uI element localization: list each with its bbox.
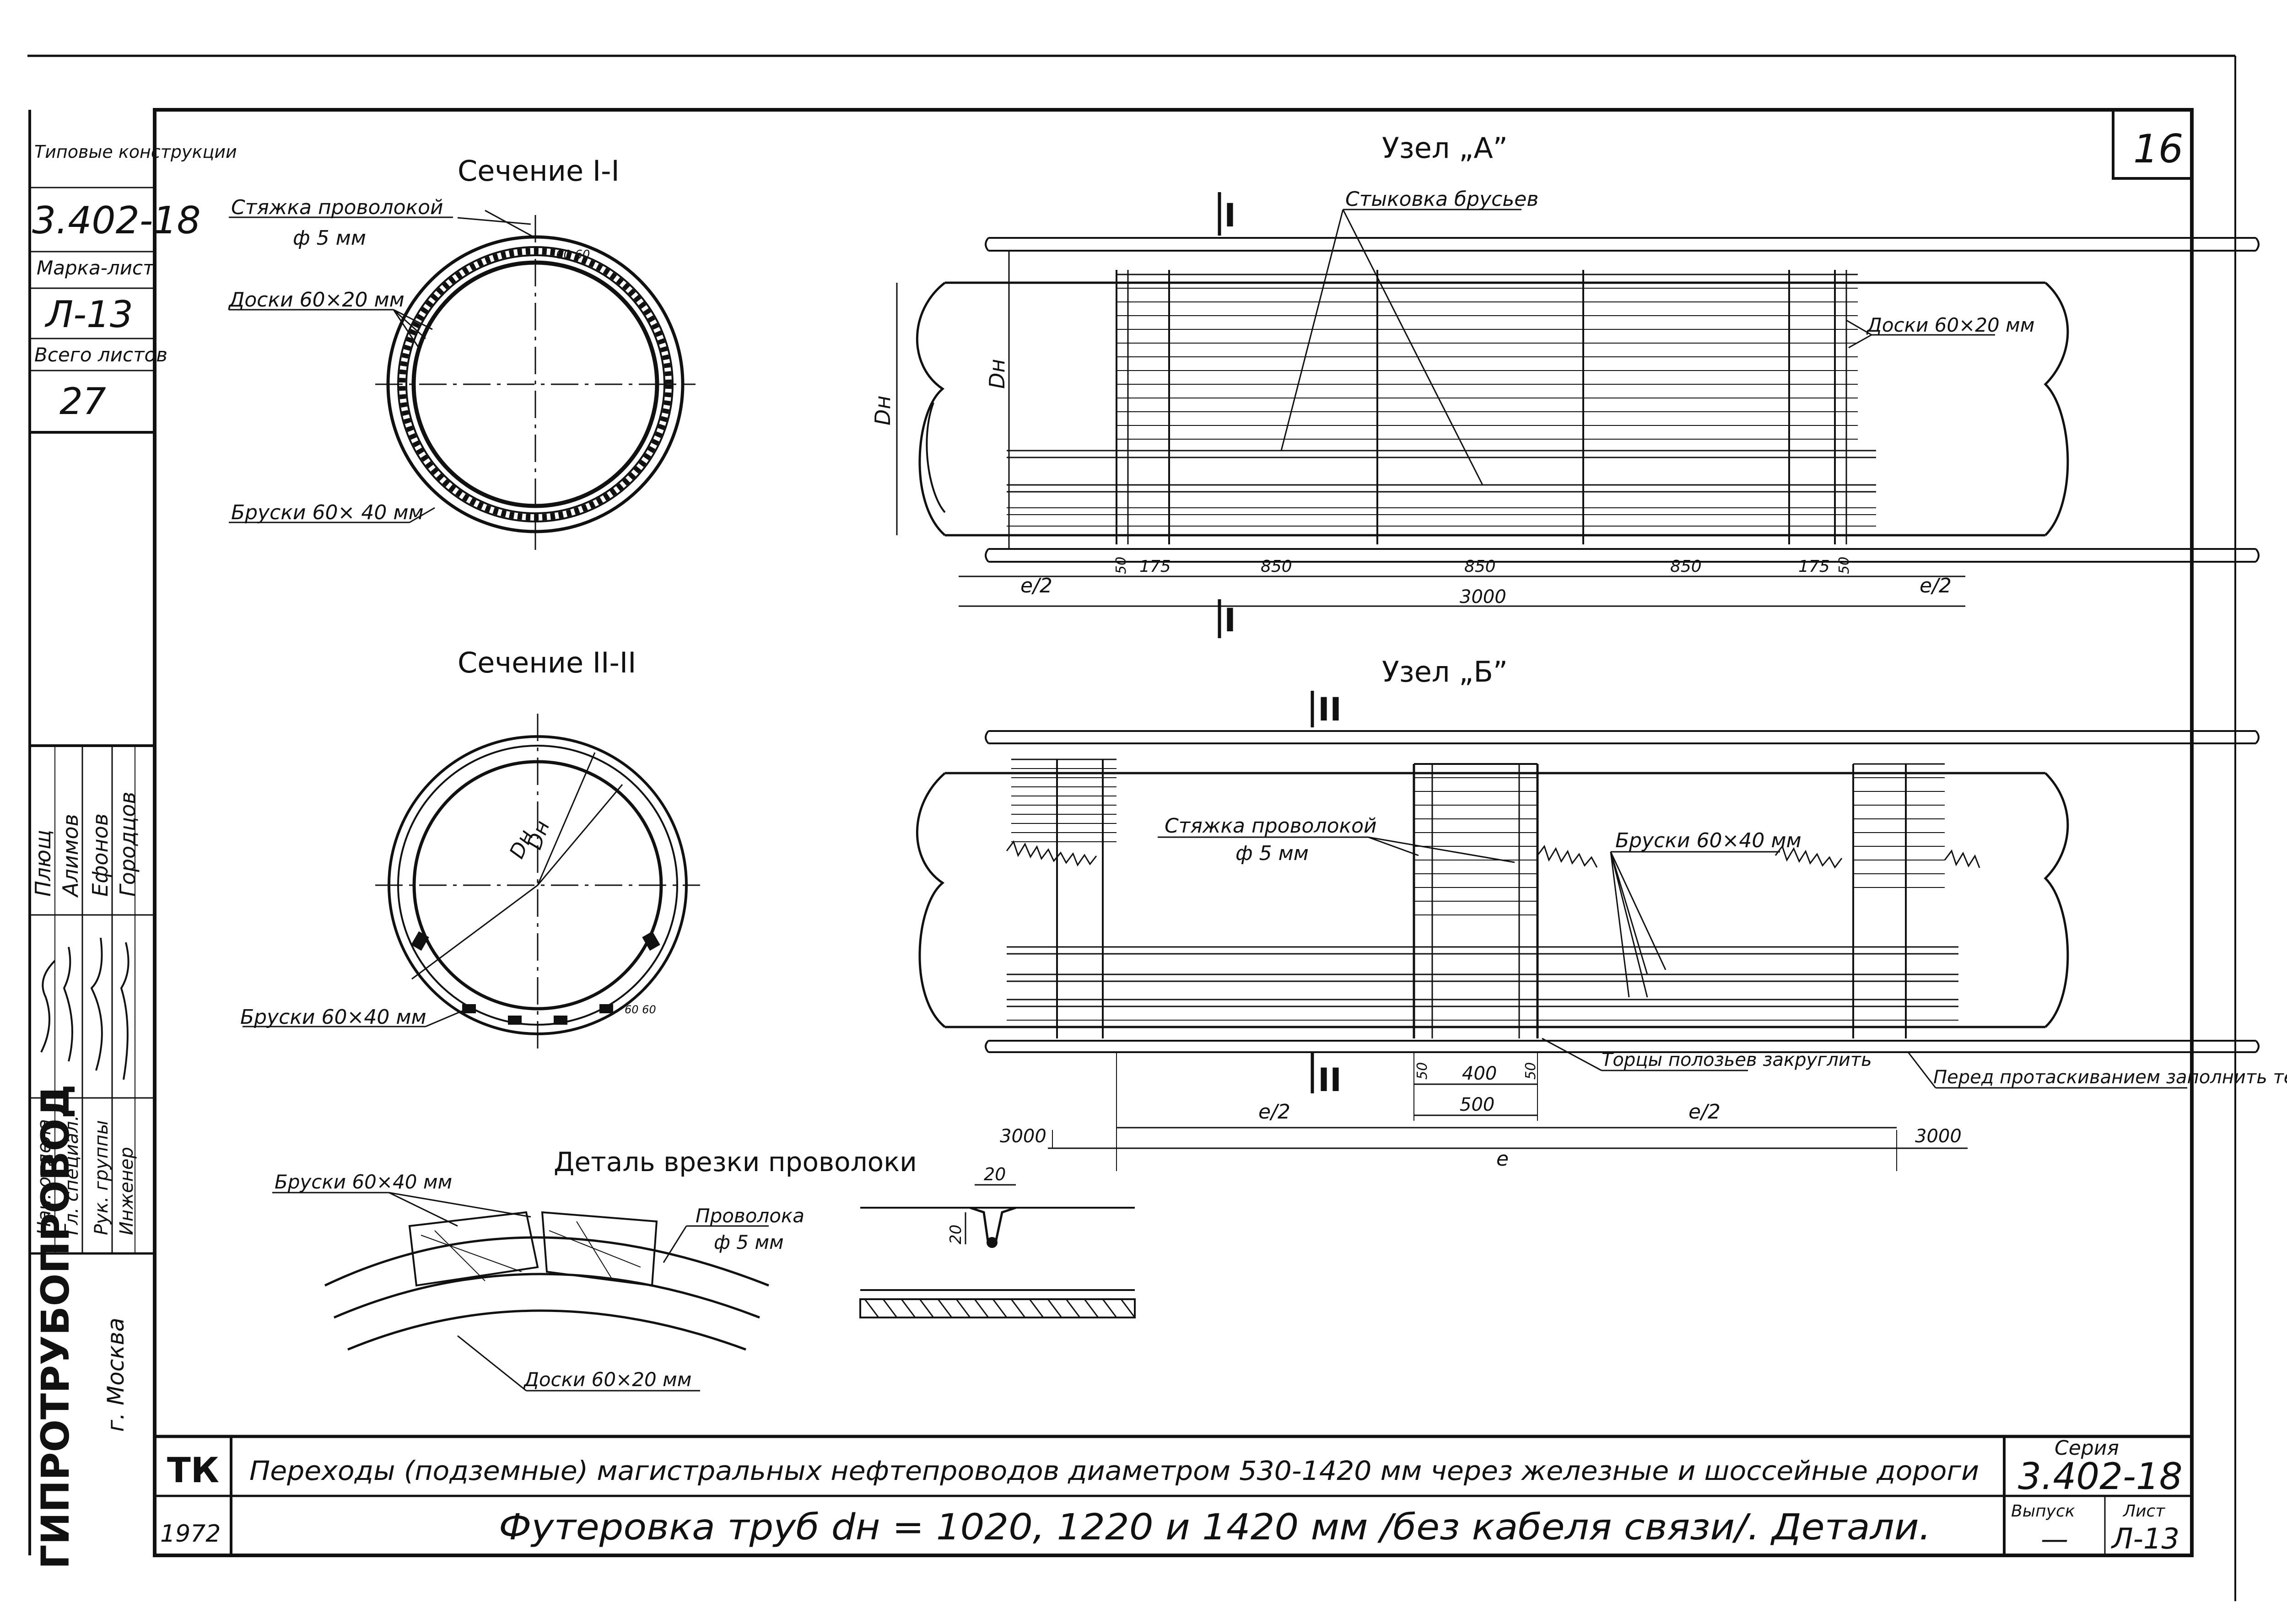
inner-frame <box>153 108 2194 1557</box>
s2-dim-60: 60 60 <box>625 1003 656 1016</box>
section-1-title: Сечение I-I <box>458 154 620 188</box>
node-a-dim-850-1: 850 <box>1261 557 1292 576</box>
node-a-cut-top: I <box>1224 197 1236 234</box>
node-b-dim-e: e <box>1496 1147 1509 1171</box>
node-a-dim-50-l: 50 <box>1113 557 1129 574</box>
stamp-org: ГИПРОТРУБОПРОВОД <box>33 1084 78 1569</box>
stamp-label-2: Марка-лист <box>37 257 155 279</box>
node-a-dim-e-half-left: e/2 <box>1020 574 1052 597</box>
detail-callout-wire: Проволока <box>696 1205 804 1227</box>
stamp-role-3: Рук. группы <box>91 1120 112 1235</box>
s1-dim-60: 60 60 <box>556 248 590 262</box>
node-b-dim-50-l: 50 <box>1414 1062 1430 1080</box>
stamp-city: г. Москва <box>102 1317 129 1432</box>
stamp-name-4: Городцов <box>115 792 140 897</box>
signatures <box>40 937 129 1080</box>
section-1-1: Сечение I-I Стяжка проволокой ф 5 мм Дос… <box>228 154 696 554</box>
title-line: Переходы (подземные) магистральных нефте… <box>249 1455 1979 1486</box>
stamp-role-2: Гл. специал. <box>61 1115 82 1235</box>
s1-callout-boards: Доски 60×20 мм <box>228 288 405 312</box>
node-a-dim-850-3: 850 <box>1670 557 1702 576</box>
node-b-cut-top: II <box>1318 691 1342 728</box>
node-a-callout-boards: Доски 60×20 мм <box>1866 314 2034 336</box>
node-a-dim-3000: 3000 <box>1460 586 1506 608</box>
title-year: 1972 <box>160 1520 221 1548</box>
stamp-name-2: Алимов <box>58 814 83 898</box>
section-2-title: Сечение II-II <box>458 646 636 679</box>
node-b-callout-wire: Стяжка проволокой <box>1165 814 1377 838</box>
wire-detail: Деталь врезки проволоки Бруски 60×40 мм … <box>272 1146 1136 1392</box>
node-b-dim-3000-r: 3000 <box>1915 1126 1962 1147</box>
s1-callout-bars: Бруски 60× 40 мм <box>231 501 424 524</box>
section-2-2: Сечение II-II Dн Dн Бруски 60×40 мм 60 6… <box>240 646 700 1054</box>
detail-callout-wire-dia: ф 5 мм <box>714 1231 784 1253</box>
node-a-dim-175-l: 175 <box>1139 557 1171 576</box>
left-stamp: Типовые конструкции 3.402-18 Марка-лист … <box>28 110 237 1569</box>
title-issue-label: Выпуск <box>2011 1502 2075 1521</box>
detail-title: Деталь врезки проволоки <box>554 1146 917 1178</box>
stamp-total: 27 <box>59 380 106 423</box>
node-b-callout-bars: Бруски 60×40 мм <box>1615 829 1802 852</box>
title-block: ТК 1972 Переходы (подземные) магистральн… <box>155 1435 2192 1555</box>
node-b-callout-oil: Перед протаскиванием заполнить техническ… <box>1933 1067 2287 1088</box>
node-b-callout-ends: Торцы полозьев закруглить <box>1602 1049 1872 1070</box>
node-a-callout-joint: Стыковка брусьев <box>1345 188 1538 211</box>
node-a-dim-50-r: 50 <box>1836 557 1852 574</box>
node-a: Узел „А” I I <box>870 131 2260 639</box>
sheet-number: 16 <box>2133 126 2183 172</box>
node-b-dim-400: 400 <box>1462 1063 1497 1084</box>
stamp-label-3: Всего листов <box>34 344 167 366</box>
detail-dim-20-top: 20 <box>984 1164 1006 1184</box>
title-issue: — <box>2041 1523 2068 1555</box>
stamp-label-1: Типовые конструкции <box>34 142 237 162</box>
stamp-name-3: Ефонов <box>88 813 113 897</box>
node-a-dim-dn: Dн <box>870 396 895 426</box>
title-sheet: Л-13 <box>2111 1522 2179 1555</box>
stamp-name-1: Плющ <box>31 830 55 897</box>
detail-dim-20-side: 20 <box>947 1225 965 1244</box>
s1-callout-wire: Стяжка проволокой <box>231 196 443 219</box>
detail-callout-boards: Доски 60×20 мм <box>523 1368 691 1391</box>
node-a-title: Узел „А” <box>1382 131 1508 165</box>
node-b-dim-e-half-right: e/2 <box>1688 1100 1721 1124</box>
detail-callout-bars: Бруски 60×40 мм <box>275 1171 452 1193</box>
node-b-dim-e-half-left: e/2 <box>1258 1100 1290 1124</box>
node-a-dim-850-2: 850 <box>1464 557 1496 576</box>
node-b: Узел „Б” <box>916 655 2287 1171</box>
title-tk: ТК <box>167 1450 219 1490</box>
title-series: 3.402-18 <box>2018 1455 2183 1498</box>
sheet-number-box <box>2112 108 2193 180</box>
title-series-label: Серия <box>2055 1436 2119 1460</box>
stamp-series: 3.402-18 <box>32 199 201 242</box>
node-a-dim-dh: Dн <box>985 359 1009 389</box>
title-subtitle: Футеровка труб dн = 1020, 1220 и 1420 мм… <box>499 1507 1931 1548</box>
node-b-dim-50-r: 50 <box>1523 1062 1539 1080</box>
node-b-title: Узел „Б” <box>1382 655 1508 688</box>
node-b-callout-wire-dia: ф 5 мм <box>1235 842 1309 865</box>
node-b-cut-bottom: II <box>1318 1061 1342 1099</box>
node-a-dim-e-half-right: e/2 <box>1920 574 1952 597</box>
title-sheet-label: Лист <box>2122 1502 2165 1521</box>
s2-callout-bars: Бруски 60×40 мм <box>240 1006 426 1029</box>
node-b-dim-3000-l: 3000 <box>1000 1126 1046 1147</box>
node-b-dim-500: 500 <box>1460 1094 1494 1115</box>
s1-callout-wire-dia: ф 5 мм <box>293 226 366 250</box>
node-a-cut-bottom: I <box>1224 602 1236 639</box>
stamp-role-4: Инженер <box>116 1147 137 1235</box>
stamp-role-1: Нач. отдела <box>34 1119 55 1235</box>
node-a-dim-175-r: 175 <box>1798 557 1830 576</box>
stamp-sheet: Л-13 <box>44 293 133 336</box>
